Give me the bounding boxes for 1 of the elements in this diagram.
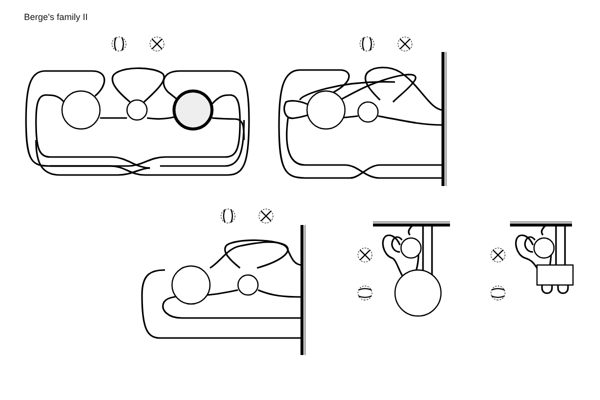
- diagram-title: Berge's family II: [24, 12, 88, 22]
